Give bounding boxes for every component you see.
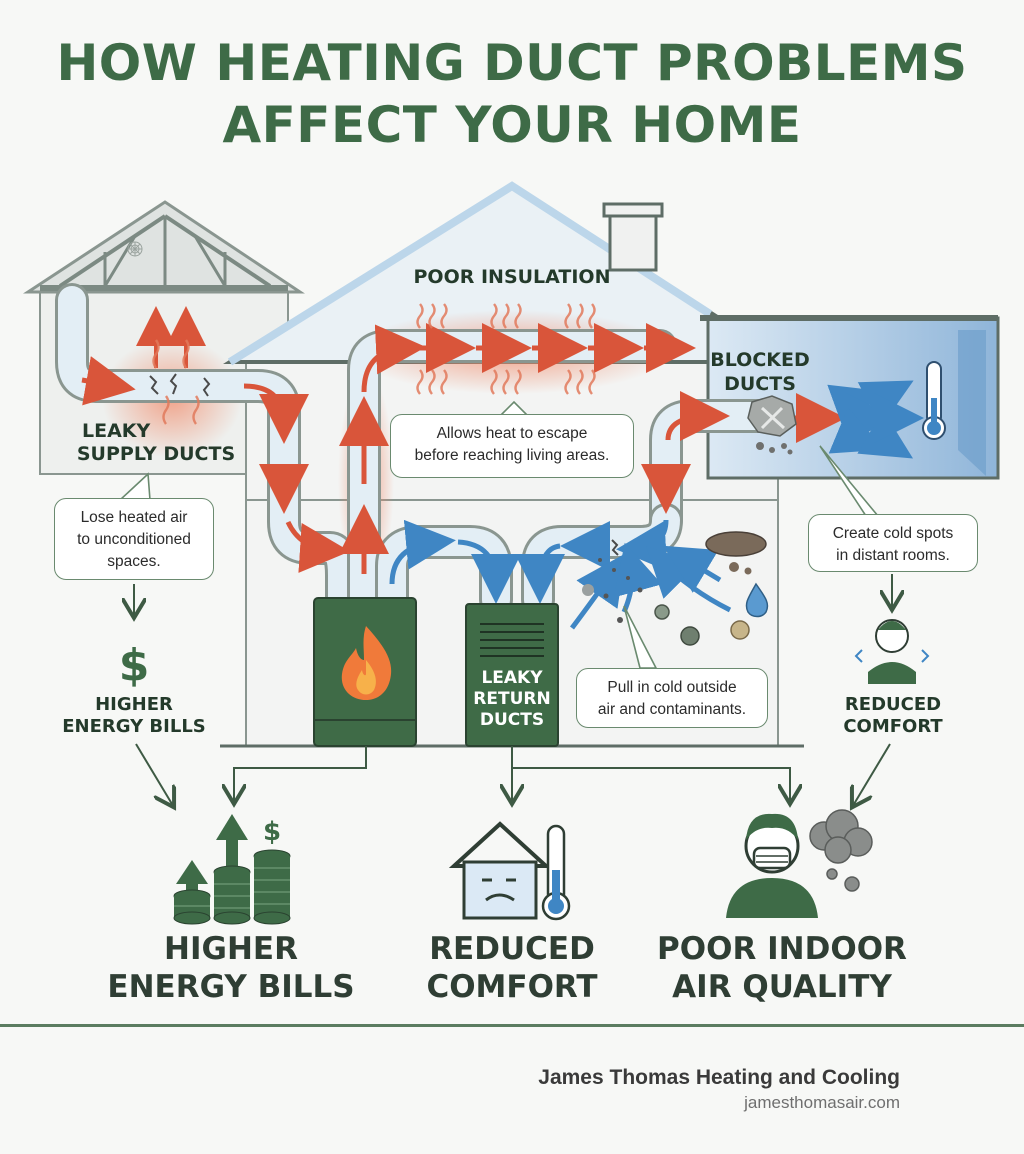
blocked-callout-line-2: in distant rooms. bbox=[836, 547, 950, 564]
outcome-air-line-1: POOR INDOOR bbox=[657, 931, 907, 967]
cold-person-icon bbox=[854, 619, 930, 684]
duct-cracks bbox=[149, 373, 619, 556]
thermometer-icon bbox=[922, 361, 946, 440]
insulation-callout-line-1: Allows heat to escape bbox=[436, 425, 588, 442]
insulation-callout: Allows heat to escape before reaching li… bbox=[390, 414, 634, 478]
vent-grille-icon bbox=[480, 623, 544, 657]
dollar-icon: $ bbox=[119, 640, 150, 691]
cold-room bbox=[700, 315, 1000, 480]
leaky-return-line-1: LEAKY bbox=[481, 668, 543, 688]
leaky-supply-line-1: LEAKY bbox=[82, 420, 151, 442]
outcome-bills-line-2: ENERGY BILLS bbox=[107, 969, 355, 1005]
higher-bills-small-line-2: ENERGY BILLS bbox=[62, 716, 206, 737]
leaky-return-line-2: RETURN bbox=[473, 689, 551, 709]
return-callout: Pull in cold outside air and contaminant… bbox=[576, 668, 768, 728]
higher-bills-small-line-1: HIGHER bbox=[95, 694, 173, 715]
outcome-poor-air-quality: POOR INDOOR AIR QUALITY bbox=[650, 930, 914, 1006]
title-line-1: HOW HEATING DUCT PROBLEMS bbox=[56, 34, 968, 92]
blocked-ducts-line-2: DUCTS bbox=[724, 373, 796, 395]
outcome-reduced-comfort: REDUCED COMFORT bbox=[410, 930, 614, 1006]
poor-insulation-label: POOR INSULATION bbox=[413, 266, 611, 288]
return-flow-arrows bbox=[389, 380, 924, 630]
blocked-callout-line-1: Create cold spots bbox=[832, 525, 954, 542]
sad-house-icon bbox=[448, 821, 571, 921]
return-callout-line-1: Pull in cold outside bbox=[607, 679, 737, 696]
company-website[interactable]: jamesthomasair.com bbox=[744, 1093, 900, 1112]
blocked-ducts-line-1: BLOCKED bbox=[710, 349, 810, 371]
outcome-comfort-line-1: REDUCED bbox=[429, 931, 595, 967]
leaky-supply-ducts-label: LEAKY SUPPLY DUCTS bbox=[56, 420, 256, 466]
supply-callout-line-3: spaces. bbox=[107, 553, 161, 570]
water-drop-icon bbox=[745, 582, 769, 618]
title-line-2: AFFECT YOUR HOME bbox=[222, 96, 802, 154]
heat-flow-arrows bbox=[81, 323, 846, 574]
outcome-comfort-line-2: COMFORT bbox=[426, 969, 598, 1005]
blocked-ducts-label: BLOCKED DUCTS bbox=[700, 348, 820, 396]
contaminant-particles bbox=[582, 558, 750, 646]
flow-arrows-to-outcomes bbox=[134, 574, 892, 804]
coin-stack-icon: $ bbox=[173, 814, 291, 925]
leaky-supply-line-2: SUPPLY DUCTS bbox=[76, 443, 236, 465]
flame-icon bbox=[341, 626, 392, 700]
dust-cloud-icon bbox=[705, 531, 767, 575]
outcome-bills-line-1: HIGHER bbox=[164, 931, 298, 967]
heat-waves bbox=[152, 303, 596, 425]
supply-callout-line-2: to unconditioned bbox=[77, 531, 191, 548]
escaping-heat-arrows bbox=[136, 306, 206, 368]
insulation-callout-line-2: before reaching living areas. bbox=[414, 447, 610, 464]
outcome-air-line-2: AIR QUALITY bbox=[672, 969, 892, 1005]
return-callout-line-2: air and contaminants. bbox=[597, 701, 747, 718]
duct-blockage bbox=[747, 395, 797, 455]
outcome-higher-energy-bills: HIGHER ENERGY BILLS bbox=[100, 930, 362, 1006]
spider-web-icon bbox=[127, 241, 143, 257]
supply-callout: Lose heated air to unconditioned spaces. bbox=[54, 498, 214, 580]
coin-dollar-glyph: $ bbox=[263, 817, 281, 847]
reduced-comfort-small-label: REDUCED COMFORT bbox=[828, 694, 958, 738]
blocked-callout: Create cold spots in distant rooms. bbox=[808, 514, 978, 572]
company-name: James Thomas Heating and Cooling bbox=[538, 1066, 900, 1089]
leaky-return-ducts-label: LEAKY RETURN DUCTS bbox=[466, 668, 558, 731]
leaky-return-line-3: DUCTS bbox=[479, 710, 545, 730]
higher-energy-bills-small-label: HIGHER ENERGY BILLS bbox=[46, 694, 222, 738]
footer-divider bbox=[0, 1024, 1024, 1027]
masked-person-icon bbox=[726, 809, 873, 918]
supply-callout-line-1: Lose heated air bbox=[80, 509, 188, 526]
reduced-comfort-small-line-1: REDUCED bbox=[844, 694, 942, 715]
reduced-comfort-small-line-2: COMFORT bbox=[843, 716, 943, 737]
dollar-glyph: $ bbox=[119, 640, 150, 691]
